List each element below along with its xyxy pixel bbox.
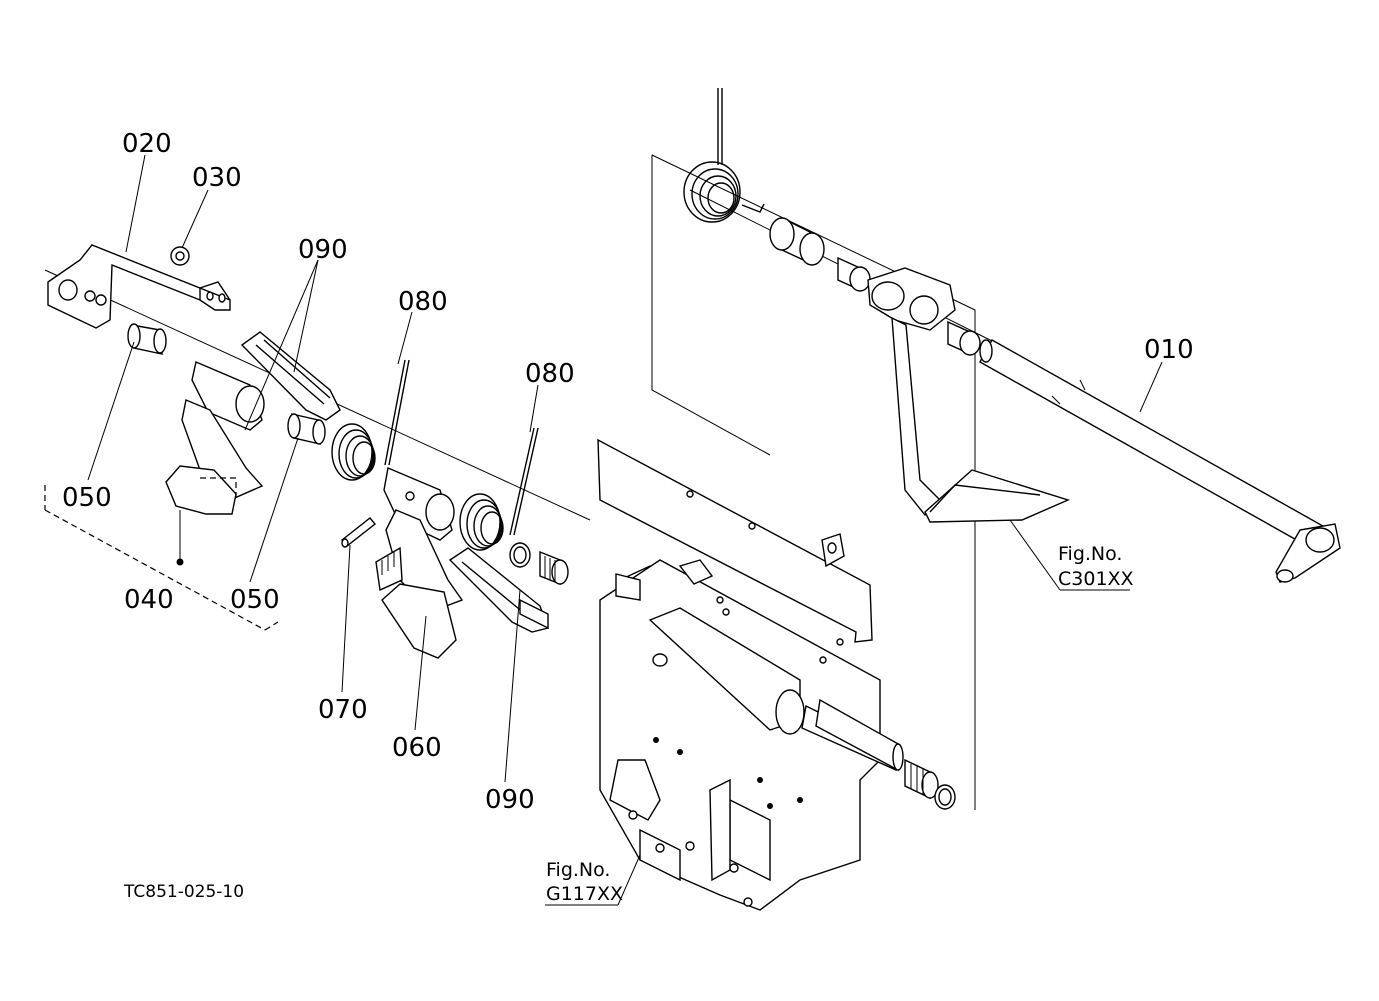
brake-pedal-arm xyxy=(867,267,1071,523)
cross-shaft-010 xyxy=(979,339,1341,583)
pedal-arm-040 xyxy=(165,361,265,566)
part-label-080-upper: 080 xyxy=(398,287,448,317)
part-label-050-left: 050 xyxy=(62,483,112,513)
fig-ref-g117xx-line1: Fig.No. xyxy=(546,859,610,881)
part-label-010: 010 xyxy=(1144,335,1194,365)
part-label-030: 030 xyxy=(192,163,242,193)
callout-c301xx: Fig.No. C301XX xyxy=(1009,519,1134,591)
part-label-070: 070 xyxy=(318,695,368,725)
pedal-arm-060 xyxy=(375,467,464,659)
callout-g117xx: Fig.No. G117XX xyxy=(545,854,641,906)
pin-070 xyxy=(341,517,376,548)
nut-030 xyxy=(170,246,190,266)
part-label-090-upper: 090 xyxy=(298,235,348,265)
part-number-labels: 010 020 030 040 050 050 060 070 080 080 … xyxy=(62,129,1194,815)
drawing-code: TC851-025-10 xyxy=(123,882,244,902)
fig-ref-c301xx-line2: C301XX xyxy=(1058,568,1134,590)
pedal-frame-g117xx xyxy=(597,438,901,911)
part-label-060: 060 xyxy=(392,733,442,763)
bracket-020 xyxy=(47,244,231,329)
top-torsion-spring xyxy=(683,88,765,223)
part-label-020: 020 xyxy=(122,129,172,159)
left-dashed-frame xyxy=(44,485,279,631)
part-label-040: 040 xyxy=(124,585,174,615)
pedal-pad-090-upper xyxy=(240,331,341,421)
spring-080-upper xyxy=(331,359,410,481)
bushing-050-left xyxy=(127,323,167,355)
fig-ref-g117xx-line2: G117XX xyxy=(546,883,623,905)
leader-lines xyxy=(87,154,1163,783)
shaft-washers xyxy=(509,542,569,586)
frame-lower-shaft xyxy=(815,698,956,810)
fig-ref-c301xx-line1: Fig.No. xyxy=(1058,543,1122,565)
spring-080-lower xyxy=(459,427,539,551)
part-label-090-lower: 090 xyxy=(485,785,535,815)
pedal-pad-090-lower xyxy=(448,547,549,633)
part-label-050-middle: 050 xyxy=(230,585,280,615)
part-label-080-lower: 080 xyxy=(525,359,575,389)
bushing-050-middle xyxy=(287,413,326,445)
pedal-bushings xyxy=(769,216,981,356)
